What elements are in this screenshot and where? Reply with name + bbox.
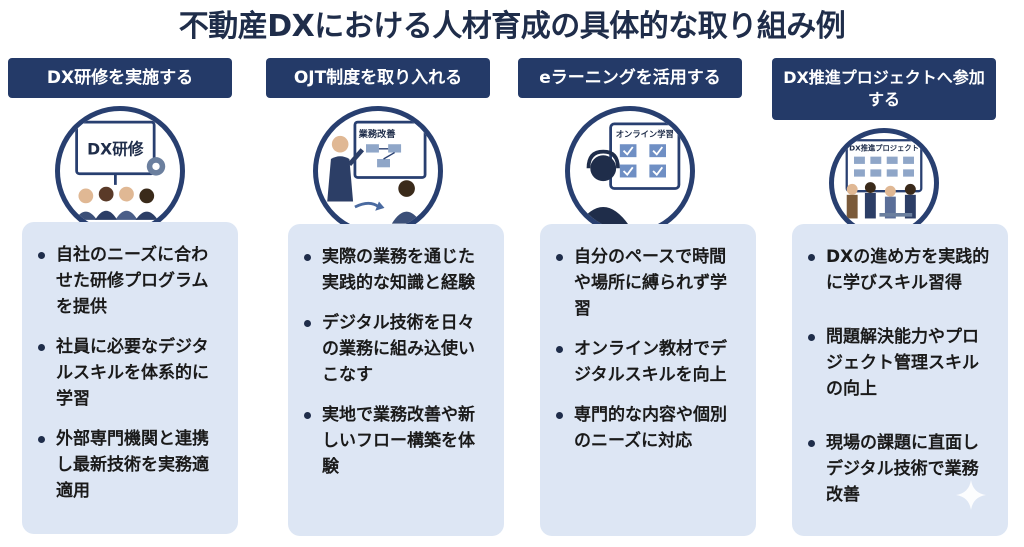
- bullet-item: オンライン教材でデジタルスキルを向上: [554, 336, 742, 388]
- illustration-label: DX推進プロジェクト: [849, 143, 919, 152]
- column-ojt: OJT制度を取り入れる 業務改善 実際の業務を通じた実践的な知識と経験 デジタル…: [266, 58, 504, 542]
- bullet-card: 自社のニーズに合わせた研修プログラムを提供 社員に必要なデジタルスキルを体系的に…: [22, 222, 238, 534]
- bullet-item: 外部専門機関と連携し最新技術を実務適適用: [36, 426, 224, 504]
- bullet-list: 実際の業務を通じた実践的な知識と経験 デジタル技術を日々の業務に組み込使いこなす…: [302, 244, 490, 480]
- bullet-card: 実際の業務を通じた実践的な知識と経験 デジタル技術を日々の業務に組み込使いこなす…: [288, 224, 504, 536]
- illustration-label: オンライン学習: [616, 129, 674, 139]
- column-header: OJT制度を取り入れる: [266, 58, 490, 98]
- bullet-item: 現場の課題に直面しデジタル技術で業務改善: [806, 430, 994, 508]
- bullet-item: 問題解決能力やプロジェクト管理スキルの向上: [806, 324, 994, 402]
- bullet-card: 自分のペースで時間や場所に縛られず学習 オンライン教材でデジタルスキルを向上 専…: [540, 224, 756, 536]
- bullet-item: 自分のペースで時間や場所に縛られず学習: [554, 244, 742, 322]
- bullet-item: DXの進め方を実践的に学びスキル習得: [806, 244, 994, 296]
- elearning-headset-icon: オンライン学習: [565, 106, 695, 236]
- column-header: DX研修を実施する: [8, 58, 232, 98]
- column-elearning: eラーニングを活用する オンライン学習 自分のペースで時間や場所に縛られず学習 …: [518, 58, 756, 542]
- bullet-item: 実地で業務改善や新しいフロー構築を体験: [302, 402, 490, 480]
- bullet-item: 自社のニーズに合わせた研修プログラムを提供: [36, 242, 224, 320]
- training-illustration: DX研修: [74, 120, 166, 220]
- bullet-item: 実際の業務を通じた実践的な知識と経験: [302, 244, 490, 296]
- project-team-icon: DX推進プロジェクト: [829, 128, 939, 238]
- bullet-list: 自分のペースで時間や場所に縛られず学習 オンライン教材でデジタルスキルを向上 専…: [554, 244, 742, 454]
- ojt-illustration: 業務改善: [327, 120, 427, 224]
- training-presentation-icon: DX研修: [55, 106, 185, 236]
- bullet-item: 社員に必要なデジタルスキルを体系的に学習: [36, 334, 224, 412]
- bullet-card: DXの進め方を実践的に学びスキル習得 問題解決能力やプロジェクト管理スキルの向上…: [792, 224, 1008, 536]
- bullet-list: 自社のニーズに合わせた研修プログラムを提供 社員に必要なデジタルスキルを体系的に…: [36, 242, 224, 504]
- ojt-mentoring-icon: 業務改善: [313, 106, 443, 236]
- project-illustration: DX推進プロジェクト: [845, 139, 923, 219]
- column-header: DX推進プロジェクトへ参加する: [772, 58, 996, 120]
- bullet-list: DXの進め方を実践的に学びスキル習得 問題解決能力やプロジェクト管理スキルの向上…: [806, 244, 994, 508]
- sparkle-icon: [956, 480, 986, 510]
- bullet-item: 専門的な内容や個別のニーズに対応: [554, 402, 742, 454]
- illustration-label: 業務改善: [358, 128, 396, 140]
- bullet-item: デジタル技術を日々の業務に組み込使いこなす: [302, 310, 490, 388]
- page-title: 不動産DXにおける人材育成の具体的な取り組み例: [178, 9, 846, 44]
- elearning-illustration: オンライン学習: [577, 122, 681, 226]
- column-dx-training: DX研修を実施する DX研修 自社のニーズに合わせた研修プログラムを提供 社員に…: [8, 58, 238, 542]
- column-header: eラーニングを活用する: [518, 58, 742, 98]
- illustration-label: DX研修: [87, 139, 144, 158]
- column-dx-project: DX推進プロジェクトへ参加する DX推進プロジェクト DXの進め方を実践的に学び…: [772, 58, 1008, 542]
